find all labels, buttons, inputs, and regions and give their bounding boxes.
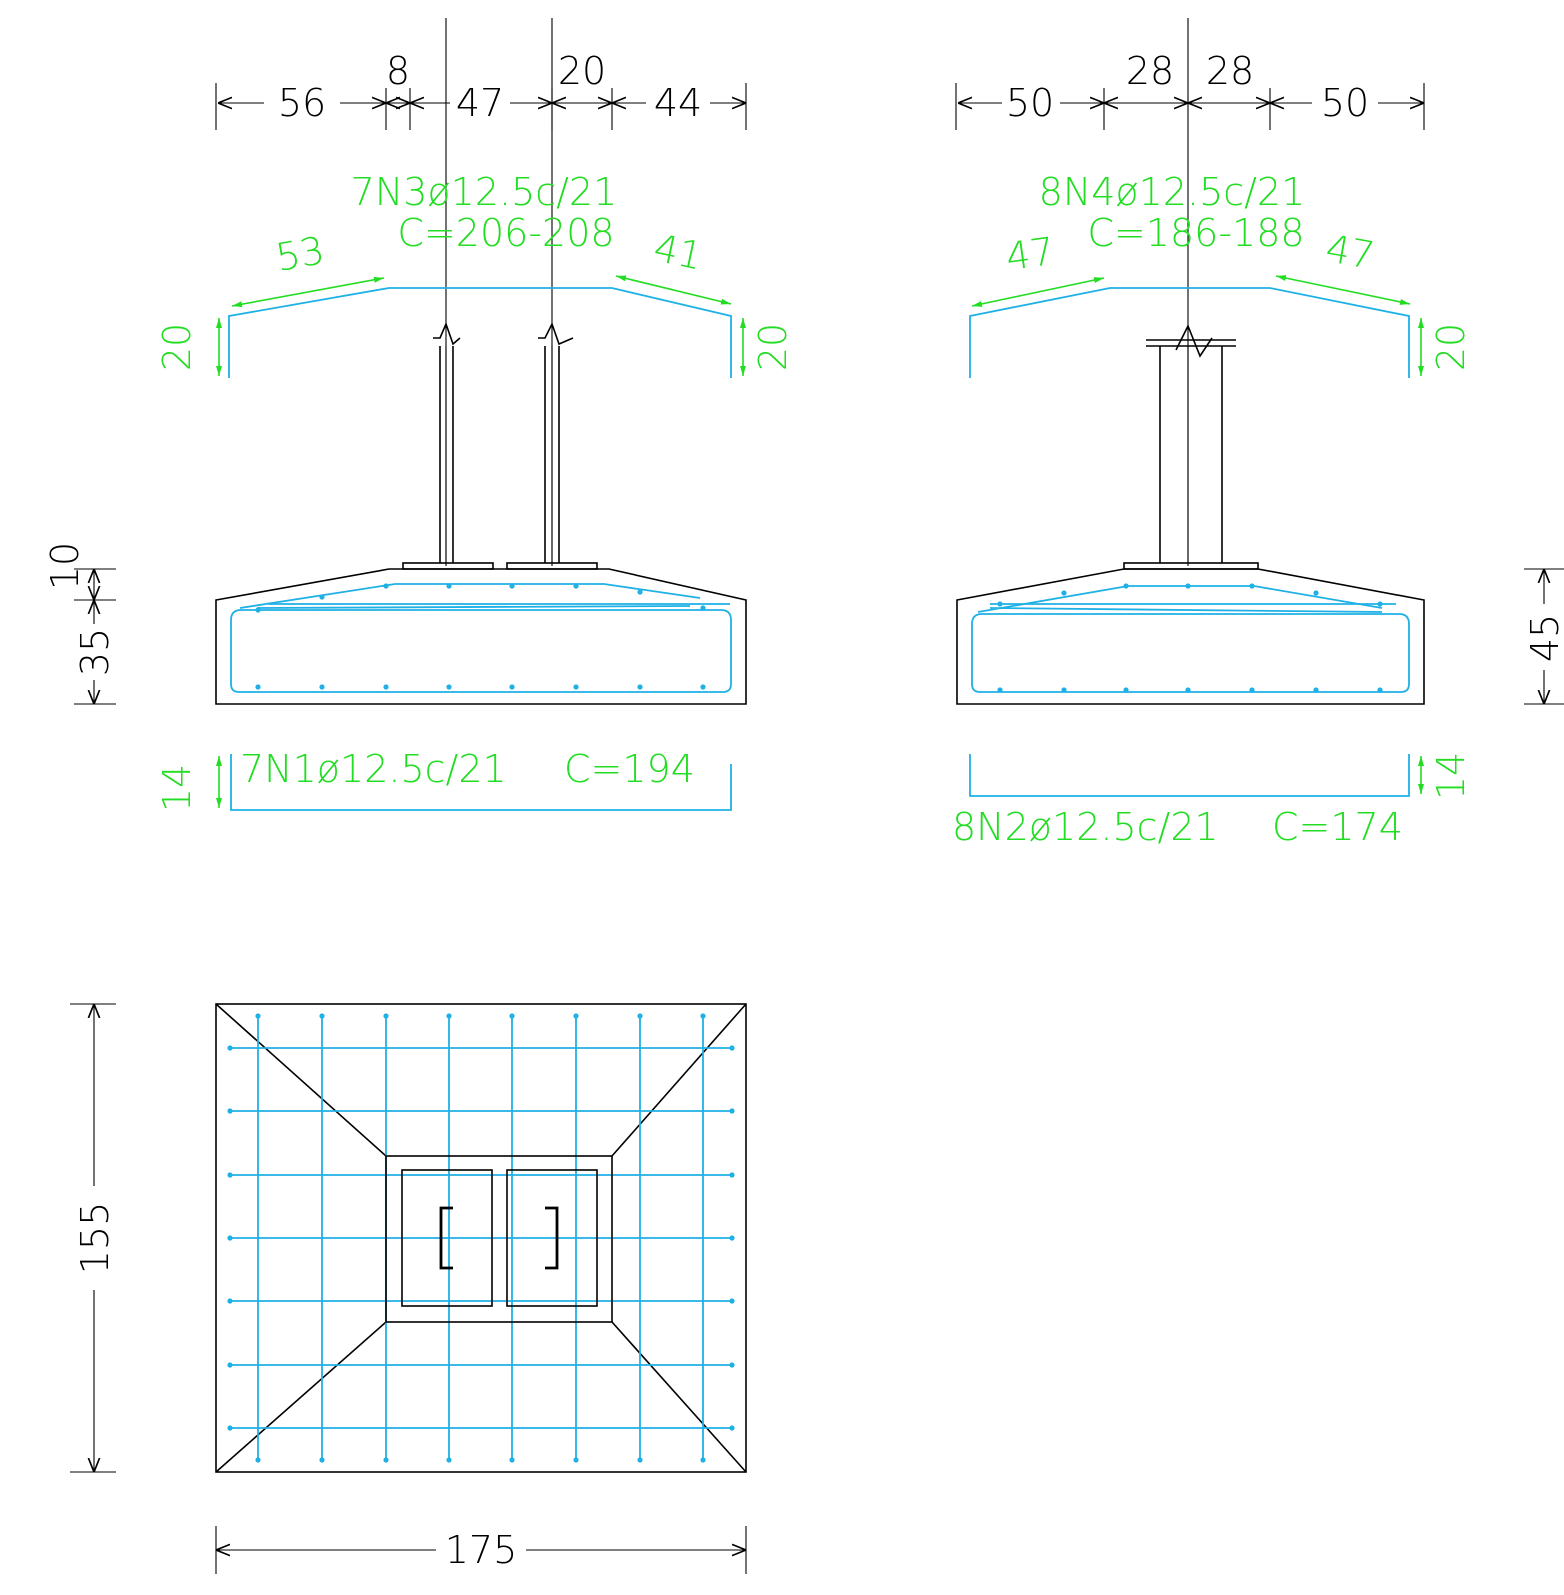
top-bar-n4-hook-right: 20 [1429,323,1473,371]
bottom-bar-n2-hook: 14 [1429,752,1473,800]
bottom-bar-n2 [969,754,1410,797]
dim-50-left: 50 [1006,81,1054,125]
bottom-bar-n2-length: C=174 [1272,805,1403,849]
channel-right-icon [545,1206,559,1270]
right-height-dimension: 45 [1523,568,1564,705]
bottom-bar-n2-label: 8N2ø12.5c/21 [952,805,1219,849]
right-top-dimension-chain: 50 28 28 50 [955,49,1425,130]
dim-56: 56 [278,81,326,125]
bottom-bar-n1 [230,754,732,811]
right-footing-outline [956,568,1425,705]
dim-20: 20 [558,49,606,93]
dim-50-right: 50 [1321,81,1369,125]
dim-45: 45 [1523,614,1564,662]
top-bar-n3-seg-left: 53 [273,228,328,280]
plan-width-dimension: 175 [215,1526,747,1574]
left-top-mesh [239,583,701,609]
left-column [433,321,461,563]
top-bar-n4-label: 8N4ø12.5c/21 [1039,170,1306,214]
right-bottom-mesh [971,613,1410,693]
dim-47: 47 [456,81,504,125]
top-bar-n4 [969,287,1410,378]
center-column [1146,324,1236,563]
top-bar-n3-hook-left: 20 [155,323,199,371]
left-bottom-mesh [230,609,732,693]
right-column [538,321,574,563]
top-bar-n3-label: 7N3ø12.5c/21 [351,170,618,214]
bottom-bar-n1-label: 7N1ø12.5c/21 [240,747,507,791]
dim-28-right: 28 [1206,49,1254,93]
dim-10: 10 [43,542,87,590]
left-height-dimension: 10 35 [43,542,117,705]
top-bar-n3-length: C=206-208 [397,211,614,255]
dim-155: 155 [73,1202,117,1275]
right-section: 50 28 28 50 8N4ø12.5c/21 C=186-188 47 47… [952,18,1564,849]
top-bar-n4-seg-left: 47 [1003,229,1057,279]
dim-28-left: 28 [1126,49,1174,93]
dim-8: 8 [386,49,410,93]
plan-outline [215,1003,747,1473]
plan-height-dimension: 155 [70,1003,117,1473]
top-bar-n4-seg-right: 47 [1323,226,1378,278]
dim-175: 175 [445,1528,518,1572]
channel-left-icon [439,1206,453,1270]
top-bar-n3-hook-right: 20 [751,323,795,371]
top-bar-n4-length: C=186-188 [1087,211,1304,255]
top-bar-n3-seg-right: 41 [650,225,706,278]
plan-plate-left [401,1169,493,1307]
plan-view: 155 175 [70,1003,747,1574]
base-plate-center [1123,562,1259,570]
bottom-bar-n1-hook: 14 [155,764,199,812]
left-section: 56 8 47 20 44 7N3ø12.5c/21 C=206-208 53 … [43,18,795,812]
right-top-mesh [977,585,1383,613]
right-rebar-dots [997,583,1383,693]
plan-pedestal [385,1155,613,1323]
left-top-dimension-chain: 56 8 47 20 44 [215,49,747,130]
dim-44: 44 [654,81,702,125]
plan-rebar-grid [227,1013,735,1463]
plan-plate-right [506,1169,598,1307]
left-rebar-dots [255,583,706,690]
base-plate-left [402,562,494,570]
dim-35: 35 [73,628,117,676]
top-bar-n3 [228,287,732,378]
left-footing-outline [215,568,747,705]
bottom-bar-n1-length: C=194 [564,747,695,791]
